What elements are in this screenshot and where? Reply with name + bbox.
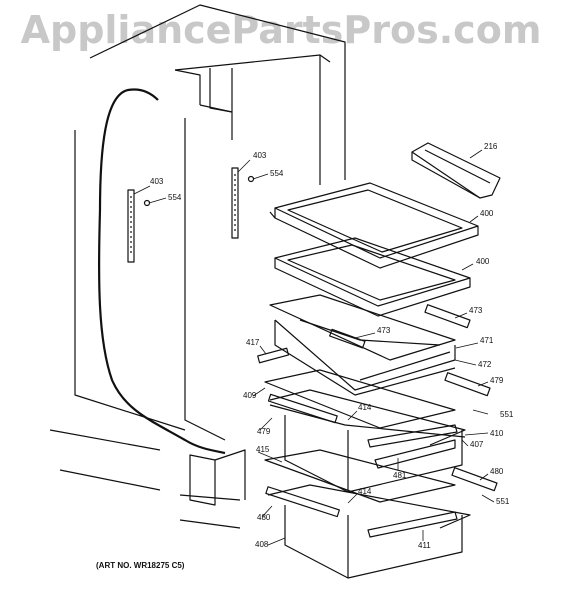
glass-shelf-upper xyxy=(269,182,479,269)
callout-417: 417 xyxy=(246,338,260,347)
leader-lines xyxy=(133,149,495,546)
callout-471: 471 xyxy=(480,336,494,345)
callout-479-upper: 479 xyxy=(490,376,504,385)
shelf-support-left xyxy=(127,189,135,263)
callout-415: 415 xyxy=(256,445,270,454)
cabinet-outline xyxy=(49,4,346,529)
door-bin-216 xyxy=(411,142,501,199)
snack-pan xyxy=(269,294,456,396)
pan-cover-415 xyxy=(264,449,456,503)
callout-414-upper: 414 xyxy=(358,403,372,412)
crisper-drawer-lower xyxy=(267,484,471,579)
callout-480-left: 480 xyxy=(257,513,271,522)
slide-rail-473-center xyxy=(329,328,366,349)
slide-rail-479-upper xyxy=(444,372,491,397)
callout-410: 410 xyxy=(490,429,504,438)
callout-551-upper: 551 xyxy=(500,410,514,419)
callout-408: 408 xyxy=(255,540,269,549)
callout-472: 472 xyxy=(478,360,492,369)
callout-473-center: 473 xyxy=(377,326,391,335)
callout-414-lower: 414 xyxy=(358,487,372,496)
screw-554-left xyxy=(143,199,151,207)
callout-481: 481 xyxy=(393,471,407,480)
callout-473-right: 473 xyxy=(469,306,483,315)
callout-400-upper: 400 xyxy=(480,209,494,218)
callout-407: 407 xyxy=(470,440,484,449)
callout-554-left: 554 xyxy=(168,193,182,202)
callout-labels: 403 554 403 554 216 400 400 473 473 471 … xyxy=(150,142,514,550)
callout-216: 216 xyxy=(484,142,498,151)
callout-403-left: 403 xyxy=(150,177,164,186)
slide-rail-417 xyxy=(257,347,290,364)
callout-400-lower: 400 xyxy=(476,257,490,266)
pan-cover-409 xyxy=(264,369,456,429)
slide-rail-480-right xyxy=(451,467,498,492)
callout-554-right: 554 xyxy=(270,169,284,178)
watermark: AppliancePartsPros.com xyxy=(20,8,542,52)
callout-479-lower: 479 xyxy=(257,427,271,436)
screw-554-right xyxy=(247,175,255,183)
callout-411: 411 xyxy=(418,541,431,550)
door-gasket xyxy=(97,88,226,455)
art-number: (ART NO. WR18275 C5) xyxy=(96,561,185,570)
slide-rail-479-lower xyxy=(267,393,338,424)
callout-480-right: 480 xyxy=(490,467,504,476)
callout-403-right: 403 xyxy=(253,151,267,160)
callout-551-lower: 551 xyxy=(496,497,510,506)
glass-shelf-lower xyxy=(274,237,471,317)
slide-rail-480-left xyxy=(265,486,340,518)
slide-rail-473-right xyxy=(424,304,471,329)
callout-409: 409 xyxy=(243,391,257,400)
shelf-support-right xyxy=(231,167,239,239)
